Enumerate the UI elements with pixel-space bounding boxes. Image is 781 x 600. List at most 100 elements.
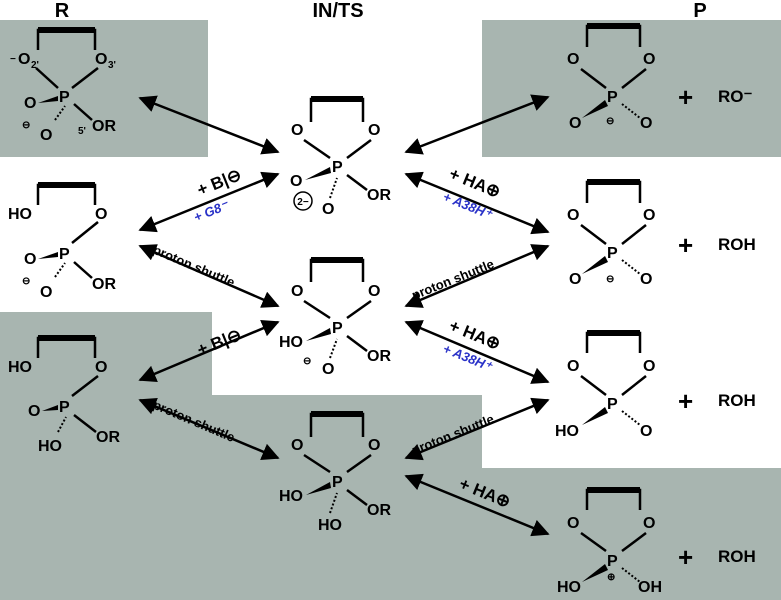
svg-text:2−: 2− (297, 197, 309, 208)
svg-text:ROH: ROH (718, 391, 756, 410)
svg-text:+: + (678, 542, 693, 572)
svg-text:O: O (569, 271, 581, 288)
svg-text:O: O (643, 51, 655, 68)
svg-text:HO: HO (279, 488, 303, 505)
svg-text:OR: OR (96, 429, 120, 446)
svg-text:O: O (368, 283, 380, 300)
svg-text:O: O (24, 95, 36, 112)
molecule-in2: O O P HO ⊖ O OR (279, 257, 391, 378)
panel-reactant-top (0, 20, 208, 157)
svg-text:OH: OH (638, 579, 662, 596)
panel-bottom (0, 312, 781, 600)
svg-text:HO: HO (8, 206, 32, 223)
svg-text:O: O (290, 173, 302, 190)
header-p: P (693, 0, 706, 22)
molecule-in1: O O P O 2− O OR (290, 96, 391, 218)
svg-text:O: O (291, 122, 303, 139)
label-bi-1: + B|⊖ (194, 165, 244, 200)
arrow-in3-p4 (404, 473, 550, 537)
svg-text:OR: OR (367, 348, 391, 365)
svg-text:HO: HO (8, 359, 32, 376)
svg-text:O: O (40, 127, 52, 144)
svg-text:O: O (640, 115, 652, 132)
svg-text:O: O (40, 284, 52, 301)
svg-text:O: O (95, 359, 107, 376)
svg-text:O: O (643, 515, 655, 532)
svg-text:⊖: ⊖ (606, 116, 614, 127)
svg-text:O: O (291, 283, 303, 300)
svg-text:O: O (291, 437, 303, 454)
svg-text:P: P (607, 553, 618, 570)
svg-text:O: O (643, 358, 655, 375)
label-shuttle-1: proton shuttle (151, 242, 237, 290)
reaction-arrows (138, 94, 550, 537)
svg-text:O: O (18, 51, 30, 68)
svg-text:O: O (569, 115, 581, 132)
arrow-in2-p3 (404, 320, 550, 384)
svg-text:5': 5' (78, 126, 86, 137)
svg-text:⊕: ⊕ (607, 572, 615, 583)
svg-text:2': 2' (31, 60, 39, 71)
molecule-p3: O O P HO O + ROH (555, 330, 756, 440)
arrow-in2-p2 (404, 244, 550, 308)
background-panels (0, 20, 781, 600)
molecule-r3: HO O P O HO OR (8, 335, 120, 455)
svg-text:P: P (332, 474, 343, 491)
molecule-in3: O O P HO HO OR (279, 411, 391, 534)
svg-text:O: O (322, 201, 334, 218)
svg-text:P: P (59, 246, 70, 263)
svg-text:ROH: ROH (718, 547, 756, 566)
svg-text:RO⁻: RO⁻ (718, 87, 753, 106)
svg-text:⊖: ⊖ (606, 274, 614, 285)
arrow-r1-in1 (138, 95, 280, 155)
svg-text:P: P (607, 245, 618, 262)
svg-text:O: O (640, 423, 652, 440)
arrow-r3-in2 (138, 320, 280, 382)
svg-text:HO: HO (38, 438, 62, 455)
svg-text:O: O (567, 358, 579, 375)
arrow-r3-in3 (138, 398, 280, 460)
svg-text:P: P (607, 396, 618, 413)
molecule-p1: O O P O ⊖ O + RO⁻ (567, 23, 753, 132)
header-in-ts: IN/TS (312, 0, 363, 22)
svg-text:O: O (95, 206, 107, 223)
molecule-p2: O O P O ⊖ O + ROH (567, 179, 756, 288)
svg-text:P: P (332, 320, 343, 337)
svg-text:O: O (567, 207, 579, 224)
svg-text:O: O (567, 515, 579, 532)
svg-text:−: − (10, 54, 16, 65)
molecule-r2: HO O P O ⊖ O OR (8, 182, 116, 301)
label-shuttle-3: proton shuttle (410, 256, 497, 303)
svg-text:O: O (28, 403, 40, 420)
svg-text:+: + (678, 386, 693, 416)
svg-text:+: + (678, 230, 693, 260)
svg-text:⊖: ⊖ (303, 356, 311, 367)
svg-text:P: P (59, 89, 70, 106)
arrow-r2-in1 (138, 171, 280, 233)
svg-text:OR: OR (92, 118, 116, 135)
svg-text:P: P (332, 159, 343, 176)
svg-text:⊖: ⊖ (22, 120, 30, 131)
svg-text:HO: HO (555, 423, 579, 440)
svg-text:OR: OR (367, 502, 391, 519)
svg-text:O: O (24, 251, 36, 268)
svg-text:O: O (640, 271, 652, 288)
header-r: R (55, 0, 70, 22)
svg-text:3': 3' (108, 60, 116, 71)
svg-text:O: O (567, 51, 579, 68)
svg-text:O: O (368, 437, 380, 454)
arrow-in1-p1 (404, 94, 550, 155)
arrow-r2-in2 (138, 244, 280, 308)
svg-text:OR: OR (92, 276, 116, 293)
molecule-p4: O O P ⊕ HO OH + ROH (557, 487, 756, 596)
svg-text:O: O (322, 361, 334, 378)
svg-text:HO: HO (279, 334, 303, 351)
svg-text:P: P (59, 399, 70, 416)
arrow-in3-p3 (404, 397, 550, 461)
svg-text:HO: HO (318, 517, 342, 534)
svg-text:ROH: ROH (718, 235, 756, 254)
svg-text:O: O (368, 122, 380, 139)
molecule-r1: − O 2' O 3' P O ⊖ O 5' OR (10, 27, 116, 144)
